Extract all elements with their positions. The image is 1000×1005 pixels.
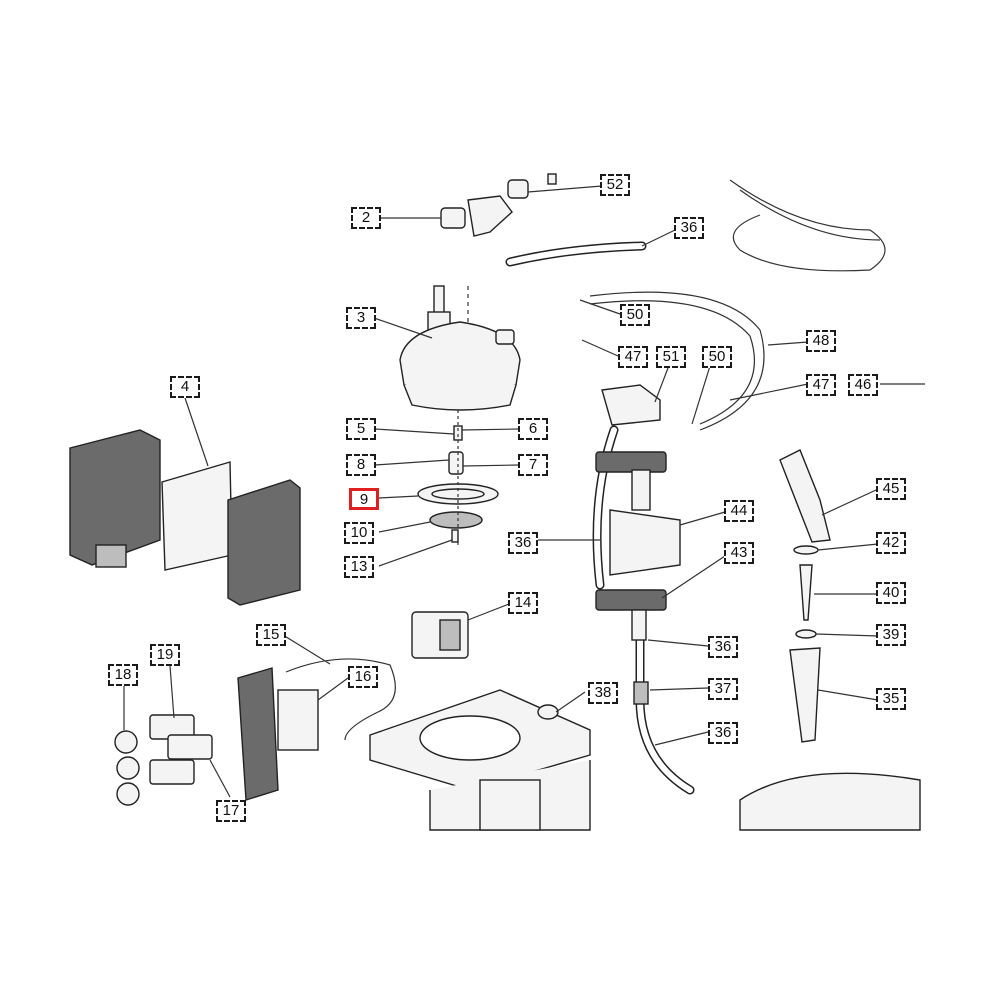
machine-frame [369, 689, 591, 831]
part-3-boiler-head [399, 285, 521, 411]
callout-39[interactable]: 39 [876, 624, 906, 646]
callout-44[interactable]: 44 [724, 500, 754, 522]
steam-wand [779, 449, 831, 743]
lamps-and-switches [114, 658, 396, 806]
part-14-switch [411, 611, 469, 659]
callout-16[interactable]: 16 [348, 666, 378, 688]
callout-48[interactable]: 48 [806, 330, 836, 352]
callout-19[interactable]: 19 [150, 644, 180, 666]
callout-43[interactable]: 43 [724, 542, 754, 564]
pump-assembly [595, 384, 681, 705]
part-2-clip [440, 173, 557, 237]
callout-51[interactable]: 51 [656, 346, 686, 368]
callout-15[interactable]: 15 [256, 624, 286, 646]
callout-5[interactable]: 5 [346, 418, 376, 440]
callout-46[interactable]: 46 [848, 374, 878, 396]
part-48-hose [589, 291, 765, 431]
callout-9[interactable]: 9 [349, 488, 379, 510]
valve-stack [417, 410, 499, 545]
callout-13[interactable]: 13 [344, 556, 374, 578]
callout-7[interactable]: 7 [518, 454, 548, 476]
callout-18[interactable]: 18 [108, 664, 138, 686]
callout-14[interactable]: 14 [508, 592, 538, 614]
drip-tray [739, 772, 921, 831]
callout-3[interactable]: 3 [346, 307, 376, 329]
callout-17[interactable]: 17 [216, 800, 246, 822]
callout-36b[interactable]: 36 [508, 532, 538, 554]
callout-38[interactable]: 38 [588, 682, 618, 704]
callout-8[interactable]: 8 [346, 454, 376, 476]
coiled-hose [729, 179, 886, 272]
callout-47a[interactable]: 47 [618, 346, 648, 368]
callout-37[interactable]: 37 [708, 678, 738, 700]
callout-10[interactable]: 10 [344, 522, 374, 544]
callout-40[interactable]: 40 [876, 582, 906, 604]
part-4-electronic-box [69, 429, 301, 606]
callout-6[interactable]: 6 [518, 418, 548, 440]
callout-36a[interactable]: 36 [674, 217, 704, 239]
callout-52[interactable]: 52 [600, 174, 630, 196]
callout-50a[interactable]: 50 [620, 304, 650, 326]
callout-36d[interactable]: 36 [708, 722, 738, 744]
callout-4[interactable]: 4 [170, 376, 200, 398]
callout-47b[interactable]: 47 [806, 374, 836, 396]
callout-45[interactable]: 45 [876, 478, 906, 500]
callout-42[interactable]: 42 [876, 532, 906, 554]
callout-35[interactable]: 35 [876, 688, 906, 710]
callout-36c[interactable]: 36 [708, 636, 738, 658]
callout-2[interactable]: 2 [351, 207, 381, 229]
callout-50b[interactable]: 50 [702, 346, 732, 368]
part-38-clamp [537, 704, 559, 720]
